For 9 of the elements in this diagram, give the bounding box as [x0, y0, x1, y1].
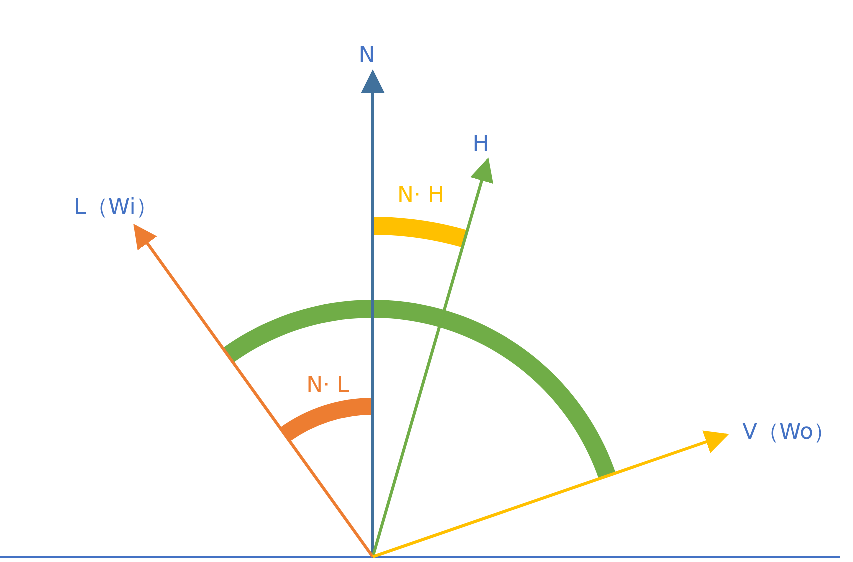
vector-label: H — [468, 128, 494, 160]
arrow — [372, 430, 730, 558]
arrow — [134, 224, 374, 558]
arrow — [372, 158, 494, 558]
angle-label: N· H — [396, 182, 446, 210]
angle-label: N· L — [306, 372, 350, 400]
vector-label: N — [352, 38, 382, 72]
vector-label: V（Wo） — [727, 416, 851, 448]
vector-label: L（Wi） — [62, 188, 170, 226]
